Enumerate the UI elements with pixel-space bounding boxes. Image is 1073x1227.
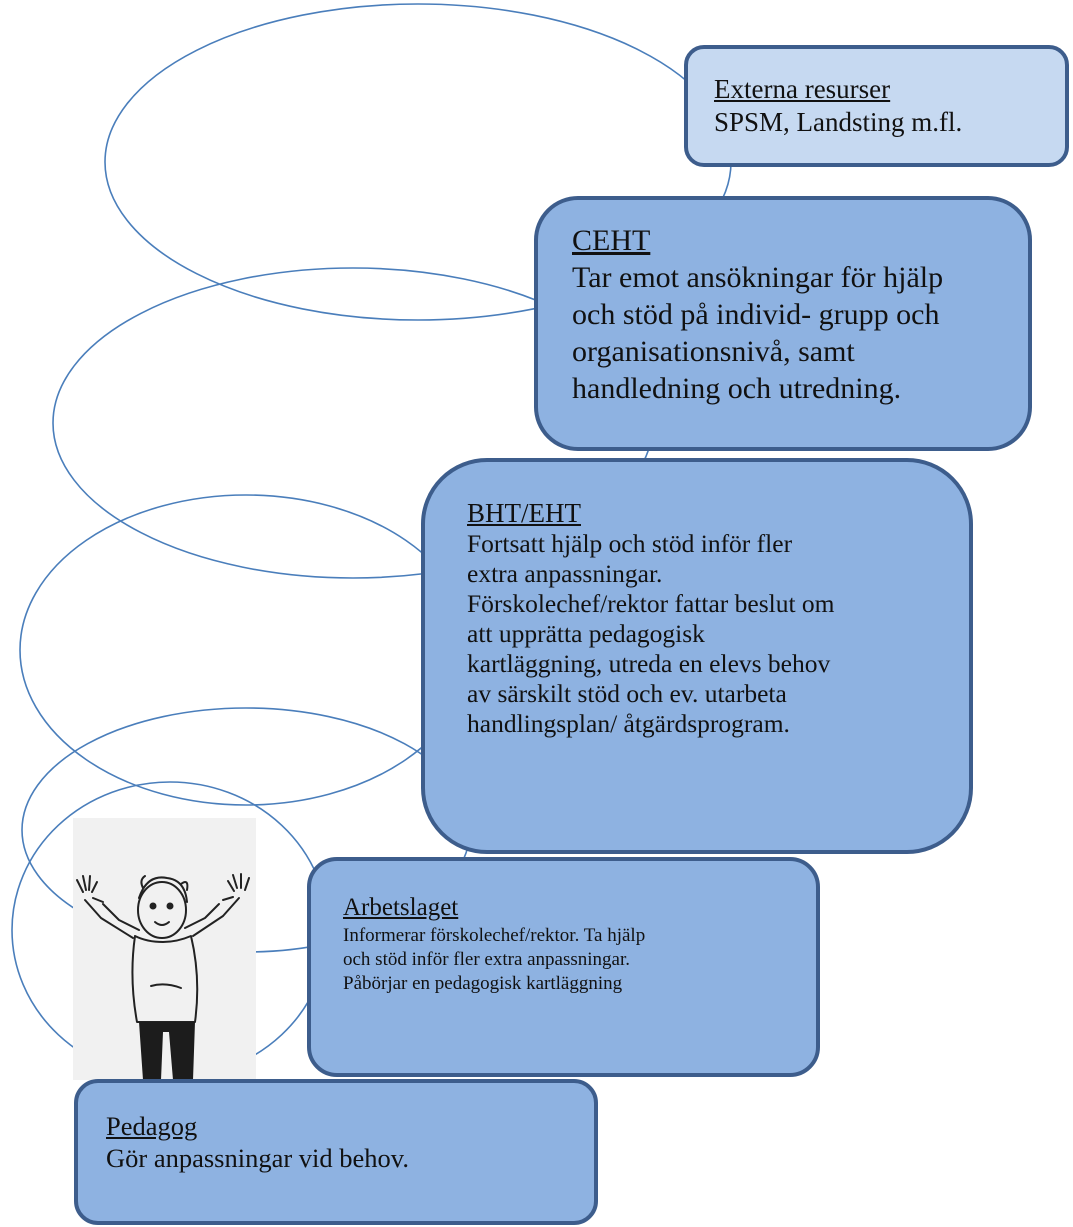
level-line: Fortsatt hjälp och stöd inför fler (467, 529, 793, 558)
level-line: av särskilt stöd och ev. utarbeta (467, 679, 787, 708)
level-line: och stöd inför fler extra anpassningar. (343, 949, 631, 970)
level-line: Gör anpassningar vid behov. (106, 1143, 409, 1173)
level-line: kartläggning, utreda en elevs behov (467, 649, 831, 678)
level-title: Externa resurser (714, 74, 891, 104)
level-box-pedagog: Pedagog Gör anpassningar vid behov. (74, 1079, 598, 1225)
level-line: och stöd på individ- grupp och (572, 298, 940, 331)
child-drawing-icon (73, 818, 256, 1080)
level-box-externa-resurser: Externa resurser SPSM, Landsting m.fl. (684, 45, 1069, 167)
level-line: handledning och utredning. (572, 372, 902, 405)
level-title: Arbetslaget (343, 894, 459, 921)
level-line: Tar emot ansökningar för hjälp (572, 261, 944, 294)
level-box-bht-eht: BHT/EHT Fortsatt hjälp och stöd inför fl… (421, 458, 973, 854)
level-title: Pedagog (106, 1111, 198, 1141)
level-title: CEHT (572, 224, 651, 257)
level-box-arbetslaget: Arbetslaget Informerar förskolechef/rekt… (307, 857, 820, 1077)
level-line: organisationsnivå, samt (572, 335, 855, 368)
level-line: Påbörjar en pedagogisk kartläggning (343, 973, 623, 994)
level-line: extra anpassningar. (467, 559, 663, 588)
level-line: att upprätta pedagogisk (467, 619, 705, 648)
level-line: Informerar förskolechef/rektor. Ta hjälp (343, 925, 646, 946)
level-title: BHT/EHT (467, 498, 581, 528)
ellipse-bht (19, 494, 473, 806)
level-box-ceht: CEHT Tar emot ansökningar för hjälp och … (534, 196, 1032, 451)
level-line: handlingsplan/ åtgärdsprogram. (467, 709, 790, 738)
level-line: SPSM, Landsting m.fl. (714, 107, 963, 137)
level-line: Förskolechef/rektor fattar beslut om (467, 589, 835, 618)
